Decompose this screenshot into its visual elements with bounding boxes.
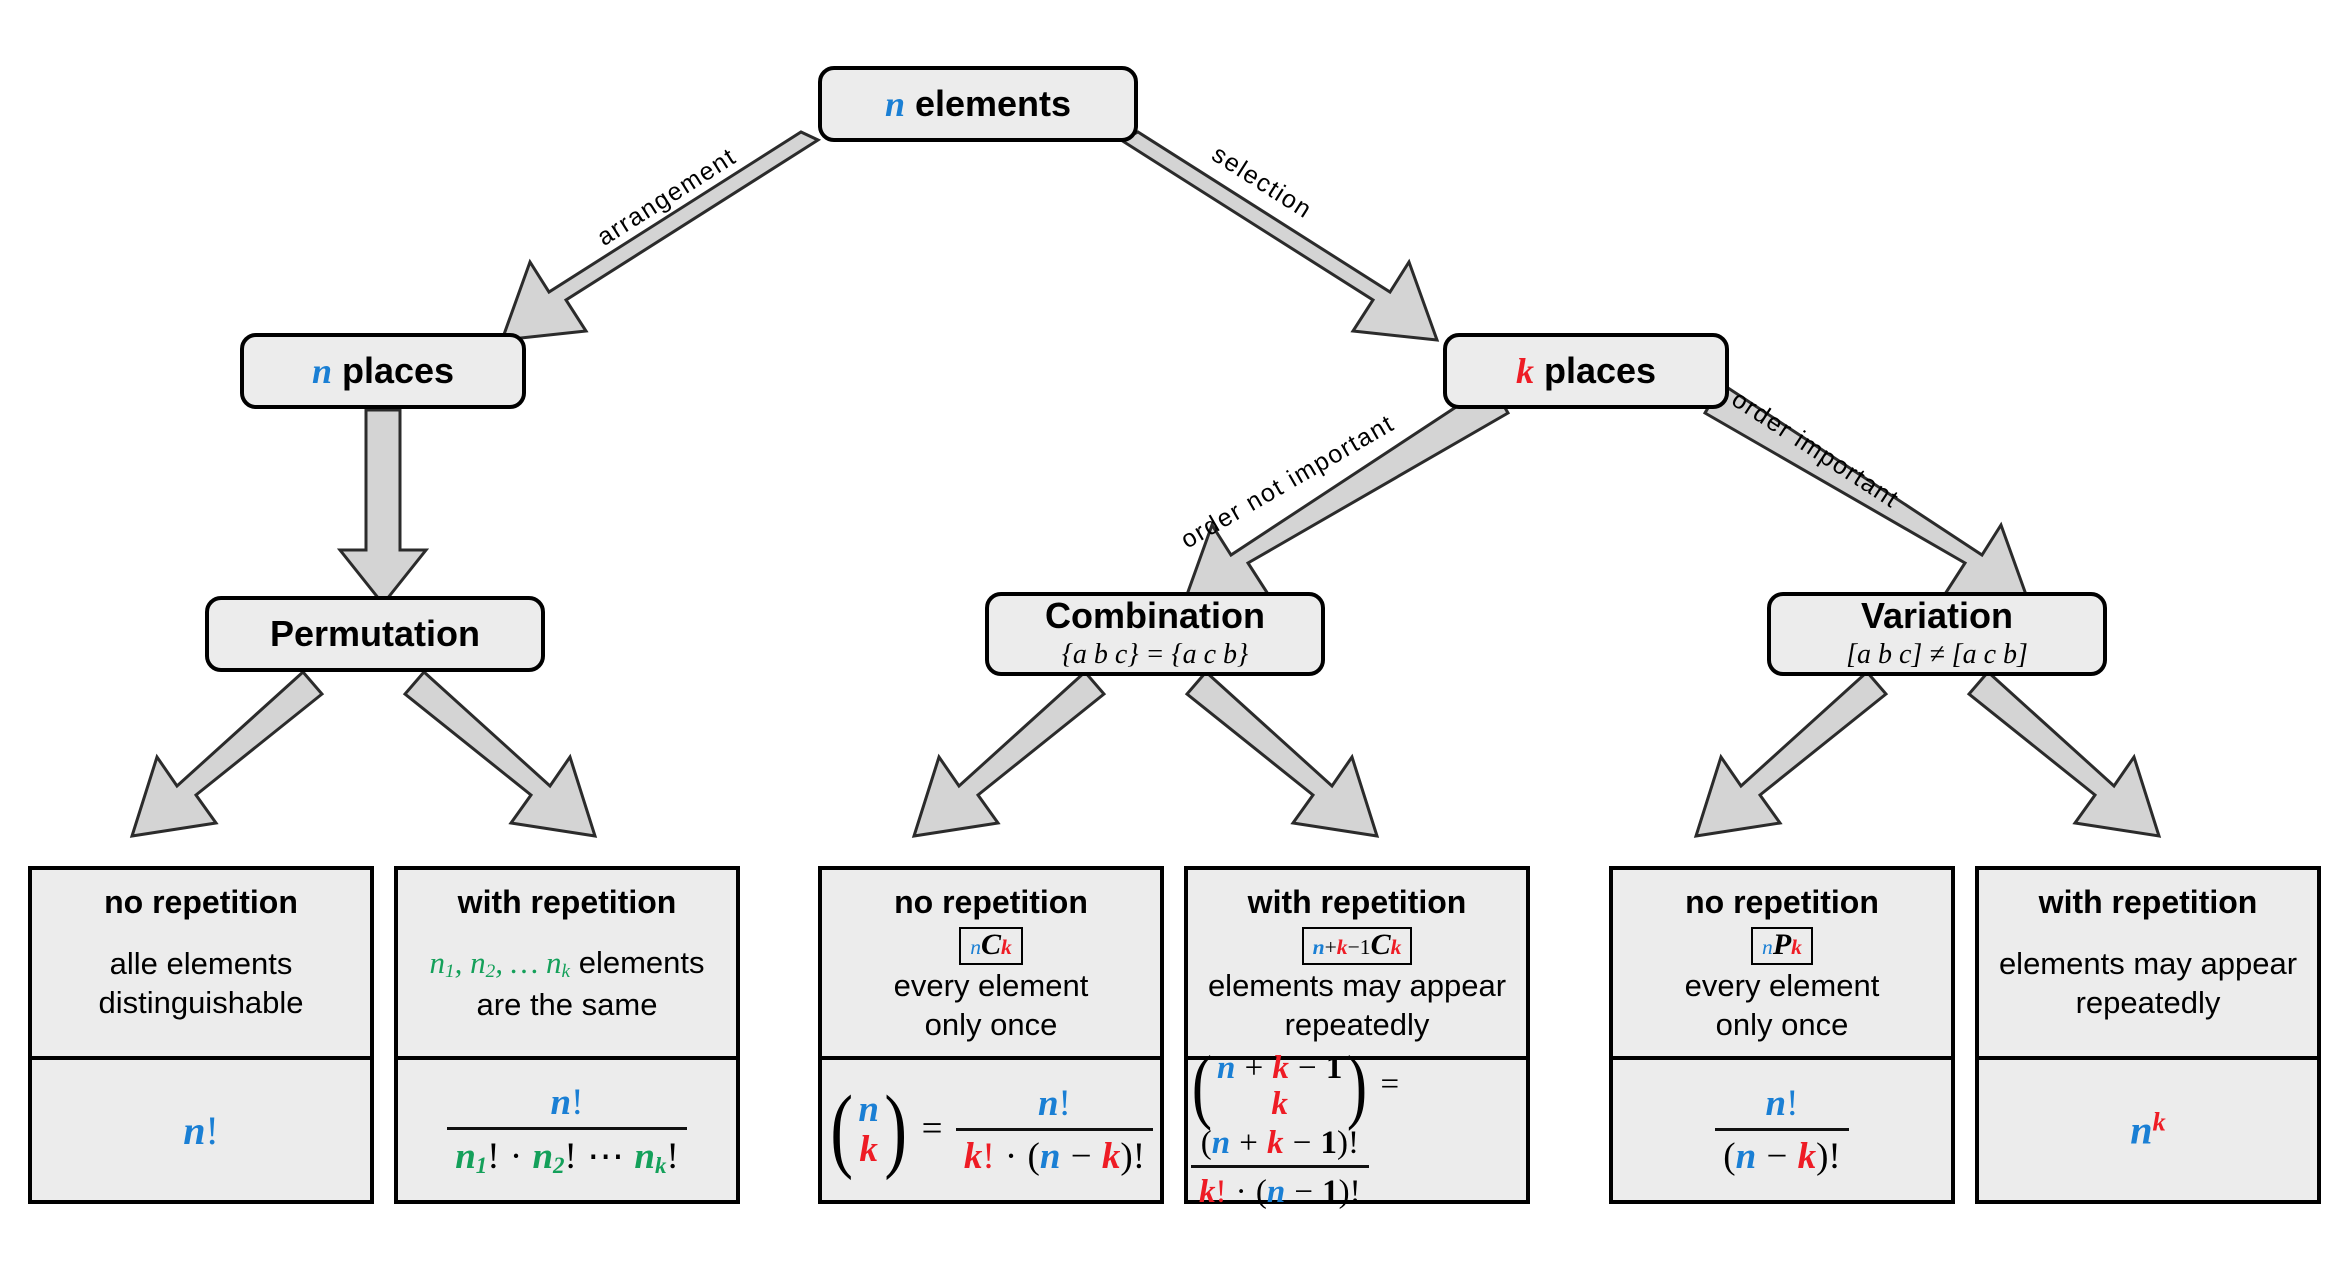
- leaf-description: elements may appear repeatedly: [1999, 944, 2297, 1022]
- leaf-formula: n! n1! · n2! ⋯ nk!: [398, 1056, 736, 1200]
- leaf-top: with repetition elements may appear repe…: [1979, 870, 2317, 1056]
- leaf-description-line2: only once: [924, 1007, 1058, 1043]
- node-combination-title: Combination: [1045, 595, 1265, 637]
- formula-multiset-permutation: n! n1! · n2! ⋯ nk!: [447, 1081, 687, 1179]
- node-permutation-title: Permutation: [269, 612, 481, 654]
- formula-n-power-k: nk: [2130, 1106, 2166, 1153]
- leaf-heading: with repetition: [457, 884, 677, 920]
- leaf-heading: no repetition: [1685, 884, 1879, 920]
- arrow-k-places-to-combination: [1181, 381, 1511, 605]
- leaf-permutation-no-repetition[interactable]: no repetition alle elements distinguisha…: [28, 866, 374, 1204]
- leaf-description: every element only once: [1685, 966, 1880, 1044]
- leaf-description-line1: alle elements: [109, 946, 293, 982]
- leaf-heading: with repetition: [2038, 884, 2258, 920]
- green-n-list: n1, n2, … nk: [429, 945, 571, 983]
- leaf-description-line2: are the same: [476, 986, 658, 1022]
- node-permutation[interactable]: Permutation: [205, 596, 545, 672]
- formula-falling-factorial: n! (n − k)!: [1715, 1082, 1849, 1178]
- node-variation-title: Variation: [1860, 595, 2014, 637]
- leaf-top: with repetition n1, n2, … nk elements ar…: [398, 870, 736, 1056]
- leaf-permutation-with-repetition[interactable]: with repetition n1, n2, … nk elements ar…: [394, 866, 740, 1204]
- leaf-top: with repetition n+k−1Ck elements may app…: [1188, 870, 1526, 1056]
- notation-badge-nCk: nCk: [959, 926, 1023, 965]
- leaf-formula: n! (n − k)!: [1613, 1056, 1951, 1200]
- leaf-description: elements may appear repeatedly: [1208, 966, 1506, 1044]
- leaf-description: n1, n2, … nk elements are the same: [430, 943, 705, 1023]
- leaf-top: no repetition nPk every element only onc…: [1613, 870, 1951, 1056]
- leaf-description-word: elements: [578, 945, 705, 981]
- leaf-formula: n!: [32, 1056, 370, 1200]
- leaf-heading: no repetition: [894, 884, 1088, 920]
- node-k-places[interactable]: k places: [1443, 333, 1729, 409]
- leaf-description-line1: elements may appear: [1998, 946, 2298, 982]
- leaf-description-line2: distinguishable: [98, 985, 304, 1021]
- leaf-top: no repetition alle elements distinguisha…: [32, 870, 370, 1056]
- leaf-description-line1: every element: [893, 968, 1089, 1004]
- node-k-places-text: places: [1543, 349, 1657, 391]
- node-n-elements-text: elements: [914, 82, 1072, 124]
- arrow-variation-to-with-repetition: [1966, 669, 2162, 838]
- leaf-description-line1: n1, n2, … nk elements: [430, 943, 705, 984]
- leaf-description-line2: only once: [1715, 1007, 1849, 1043]
- leaf-variation-no-repetition[interactable]: no repetition nPk every element only onc…: [1609, 866, 1955, 1204]
- node-n-elements-label: n elements: [884, 82, 1072, 124]
- leaf-description: every element only once: [894, 966, 1089, 1044]
- variable-n: n: [884, 83, 905, 124]
- leaf-description: alle elements distinguishable: [98, 944, 303, 1022]
- node-n-places-text: places: [341, 349, 455, 391]
- node-variation[interactable]: Variation [a b c] ≠ [a c b]: [1767, 592, 2107, 676]
- arrow-n-places-to-permutation: [336, 408, 430, 607]
- node-combination-note: {a b c} = {a c b}: [1061, 639, 1249, 671]
- node-n-places-label: n places: [311, 349, 455, 391]
- formula-multiset-coefficient: ( n + k − 1 k ) = (n + k − 1)! k!: [1191, 1039, 1400, 1210]
- node-variation-note: [a b c] ≠ [a c b]: [1846, 639, 2028, 671]
- leaf-top: no repetition nCk every element only onc…: [822, 870, 1160, 1056]
- variable-k: k: [1515, 350, 1534, 391]
- notation-badge-nPk: nPk: [1751, 926, 1813, 965]
- leaf-description-line2: repeatedly: [1284, 1007, 1430, 1043]
- arrow-root-to-n-places: [499, 130, 822, 342]
- arrow-combination-to-with-repetition: [1184, 669, 1380, 838]
- leaf-formula: ( n + k − 1 k ) = (n + k − 1)! k!: [1188, 1044, 1526, 1210]
- notation-badge-n-plus-k-minus-1-C-k: n+k−1Ck: [1301, 926, 1413, 965]
- node-n-elements[interactable]: n elements: [818, 66, 1138, 142]
- leaf-description-line1: elements may appear: [1207, 968, 1507, 1004]
- arrow-combination-to-no-repetition: [911, 669, 1107, 838]
- leaf-heading: with repetition: [1247, 884, 1467, 920]
- leaf-formula: nk: [1979, 1056, 2317, 1200]
- leaf-description-line2: repeatedly: [2075, 985, 2221, 1021]
- leaf-variation-with-repetition[interactable]: with repetition elements may appear repe…: [1975, 866, 2321, 1204]
- formula-n-factorial: n!: [183, 1107, 219, 1153]
- arrow-variation-to-no-repetition: [1693, 669, 1889, 838]
- arrow-root-to-k-places: [1117, 130, 1440, 342]
- leaf-combination-with-repetition[interactable]: with repetition n+k−1Ck elements may app…: [1184, 866, 1530, 1210]
- arrow-permutation-to-with-repetition: [402, 669, 598, 838]
- node-k-places-label: k places: [1515, 349, 1657, 391]
- node-n-places[interactable]: n places: [240, 333, 526, 409]
- leaf-combination-no-repetition[interactable]: no repetition nCk every element only onc…: [818, 866, 1164, 1204]
- arrow-permutation-to-no-repetition: [129, 669, 325, 838]
- variable-n: n: [311, 350, 332, 391]
- leaf-heading: no repetition: [104, 884, 298, 920]
- leaf-description-line1: every element: [1684, 968, 1880, 1004]
- node-combination[interactable]: Combination {a b c} = {a c b}: [985, 592, 1325, 676]
